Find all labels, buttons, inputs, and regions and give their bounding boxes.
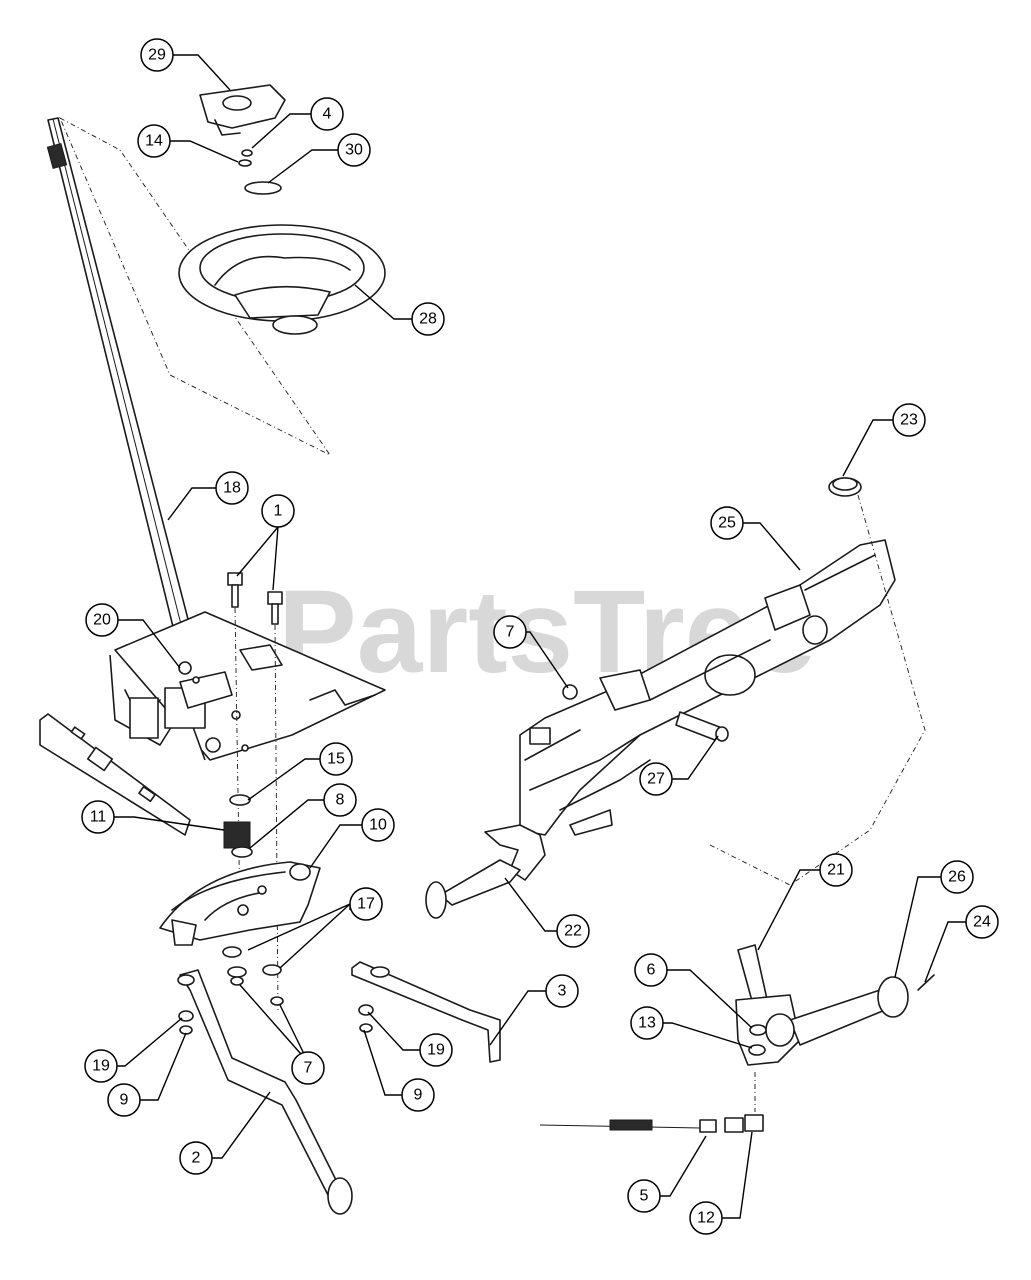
spindle-right — [735, 944, 935, 1066]
svg-text:7: 7 — [304, 1060, 313, 1077]
washer-30 — [244, 181, 282, 195]
callout-30: 30 — [337, 133, 371, 167]
svg-text:5: 5 — [640, 1188, 649, 1205]
svg-text:19: 19 — [92, 1058, 110, 1075]
drag-link-2 — [177, 969, 353, 1215]
pinion-gear — [223, 794, 253, 858]
svg-text:7: 7 — [506, 624, 515, 641]
svg-text:17: 17 — [357, 896, 375, 913]
callout-7-upper: 7 — [493, 615, 527, 649]
svg-text:6: 6 — [647, 962, 656, 979]
callout-6: 6 — [634, 953, 668, 987]
callout-20: 20 — [85, 603, 119, 637]
callout-11: 11 — [81, 800, 115, 834]
callout-21: 21 — [819, 853, 853, 887]
callout-26: 26 — [940, 860, 974, 894]
callout-29: 29 — [140, 38, 174, 72]
ball-joint-19b — [358, 1004, 374, 1016]
svg-text:22: 22 — [564, 923, 582, 940]
svg-text:14: 14 — [145, 133, 163, 150]
callout-22: 22 — [556, 914, 590, 948]
svg-text:23: 23 — [900, 412, 918, 429]
svg-text:21: 21 — [827, 862, 845, 879]
frame-rail — [39, 713, 191, 836]
drag-link-3 — [351, 961, 501, 1063]
svg-text:25: 25 — [718, 515, 736, 532]
callout-24: 24 — [965, 905, 999, 939]
svg-text:11: 11 — [90, 809, 107, 826]
nut-7b — [270, 996, 284, 1006]
svg-text:9: 9 — [414, 1087, 423, 1104]
steering-support-plate — [109, 611, 386, 761]
nut-9b — [359, 1023, 373, 1033]
centerline-2 — [274, 624, 279, 1011]
svg-text:26: 26 — [948, 869, 966, 886]
dash-panel-phantom — [59, 117, 331, 456]
nut-9a — [179, 1025, 193, 1035]
nut-7a — [230, 976, 244, 986]
callout-10: 10 — [361, 808, 395, 842]
callout-8: 8 — [323, 783, 357, 817]
svg-text:12: 12 — [697, 1210, 715, 1227]
callout-1: 1 — [261, 494, 295, 528]
svg-text:2: 2 — [192, 1150, 201, 1167]
callout-12: 12 — [689, 1201, 723, 1235]
callout-9-left: 9 — [107, 1083, 141, 1117]
front-axle — [519, 539, 896, 836]
callout-23: 23 — [892, 403, 926, 437]
callout-4: 4 — [310, 97, 344, 131]
callout-19-left: 19 — [84, 1049, 118, 1083]
callout-28: 28 — [411, 302, 445, 336]
pivot-pin-27 — [675, 711, 729, 742]
svg-text:4: 4 — [323, 106, 332, 123]
nut-7c — [562, 684, 578, 700]
svg-text:29: 29 — [148, 47, 166, 64]
svg-text:10: 10 — [369, 817, 387, 834]
callout-9-right: 9 — [401, 1078, 435, 1112]
svg-text:19: 19 — [427, 1042, 445, 1059]
steering-shaft — [46, 117, 202, 669]
callout-5: 5 — [627, 1179, 661, 1213]
svg-text:15: 15 — [327, 751, 345, 768]
steering-cap — [199, 84, 286, 136]
svg-text:18: 18 — [223, 480, 241, 497]
svg-text:8: 8 — [336, 792, 345, 809]
callout-27: 27 — [639, 762, 673, 796]
svg-text:3: 3 — [558, 983, 567, 1000]
svg-text:20: 20 — [93, 612, 111, 629]
bushing-6 — [749, 1024, 767, 1036]
callout-7-lower: 7 — [291, 1051, 325, 1085]
svg-text:24: 24 — [973, 914, 991, 931]
flange-nut-c — [262, 964, 282, 976]
callout-25: 25 — [710, 506, 744, 540]
svg-text:28: 28 — [419, 311, 437, 328]
washer-14 — [238, 159, 252, 167]
svg-text:9: 9 — [120, 1092, 129, 1109]
centerline-1 — [234, 607, 241, 919]
spindle-left — [425, 809, 613, 919]
flange-nut-b — [227, 966, 247, 978]
callout-15: 15 — [319, 742, 353, 776]
svg-text:13: 13 — [638, 1015, 656, 1032]
callout-14: 14 — [137, 124, 171, 158]
callout-18: 18 — [215, 471, 249, 505]
svg-text:30: 30 — [345, 142, 363, 159]
flange-nut-a — [222, 946, 242, 958]
bushing-13 — [748, 1044, 766, 1056]
svg-text:27: 27 — [647, 771, 665, 788]
svg-text:1: 1 — [274, 503, 283, 520]
nut-4 — [241, 149, 253, 157]
sector-gear — [159, 861, 321, 946]
callout-3: 3 — [545, 974, 579, 1008]
callout-2: 2 — [179, 1141, 213, 1175]
tie-rod — [539, 1072, 764, 1133]
callout-13: 13 — [630, 1006, 664, 1040]
bolts-1 — [227, 572, 283, 625]
ball-joint-19a — [178, 1010, 194, 1022]
callout-19-right: 19 — [419, 1033, 453, 1067]
callout-17: 17 — [349, 887, 383, 921]
steering-wheel — [178, 224, 386, 335]
